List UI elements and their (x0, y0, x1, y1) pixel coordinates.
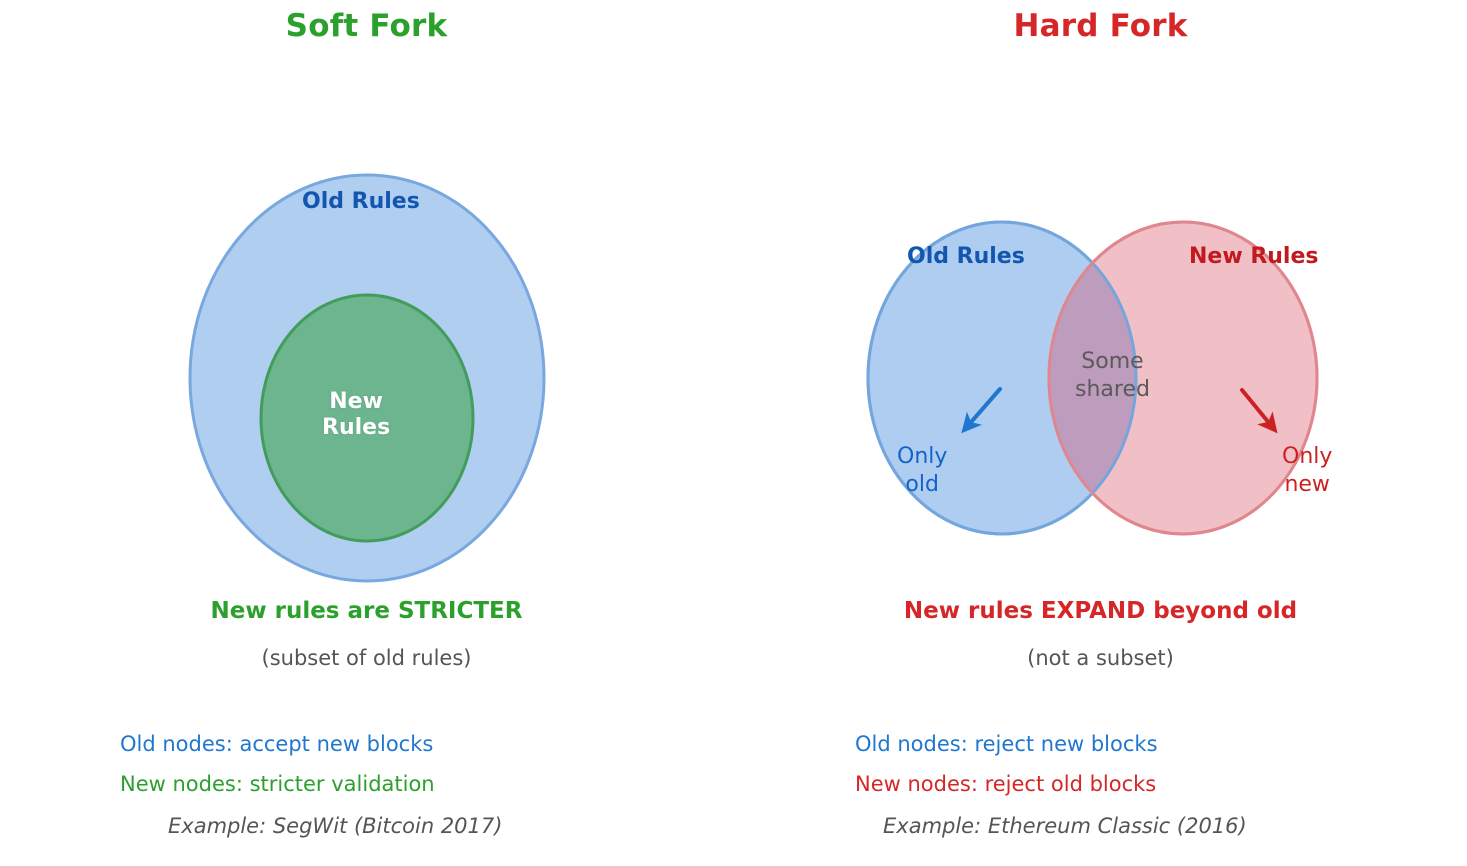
some-shared-label: Some shared (1075, 348, 1150, 403)
old-rules-ellipse-outline (866, 220, 1138, 536)
hard-fork-headline: New rules EXPAND beyond old (903, 598, 1298, 624)
only-new-line1: Only (1282, 444, 1333, 469)
hard-fork-notes: Old nodes: reject new blocks New nodes: … (734, 724, 1467, 848)
venn-diagram-soft-fork: Old Rules New Rules (0, 0, 733, 866)
new-rules-label: New Rules (1189, 244, 1319, 269)
hard-fork-example: Example: Ethereum Classic (2016) (883, 814, 1247, 838)
venn-diagram-hard-fork: Old Rules New Rules Some shared Only old… (734, 0, 1467, 866)
some-shared-line2: shared (1075, 376, 1150, 402)
new-rules-label-line1: New (329, 389, 383, 414)
only-old-label: Only old (897, 443, 947, 498)
overlap-region (1049, 222, 1136, 534)
note-new-nodes: New nodes: reject old blocks (855, 772, 1157, 796)
old-rules-label: Old Rules (302, 189, 420, 214)
note-old-nodes: Old nodes: accept new blocks (120, 732, 434, 756)
only-new-arrow-icon (1240, 388, 1278, 434)
only-new-line2: new (1284, 471, 1330, 497)
soft-fork-subtitle: (subset of old rules) (261, 646, 472, 670)
note-old-nodes: Old nodes: reject new blocks (855, 732, 1158, 756)
soft-fork-venn-svg (188, 173, 546, 583)
only-old-arrow-icon (961, 387, 1002, 434)
new-rules-label-line2: Rules (322, 414, 391, 440)
panel-title-soft-fork: Soft Fork (285, 8, 448, 44)
panel-title-hard-fork: Hard Fork (1013, 8, 1188, 44)
soft-fork-headline: New rules are STRICTER (210, 598, 523, 624)
panel-soft-fork: Soft Fork Old Rules New Rules New rules … (0, 0, 733, 866)
hard-fork-venn-svg (866, 220, 1319, 536)
only-old-line2: old (905, 471, 939, 497)
only-old-line1: Only (897, 444, 948, 469)
note-new-nodes: New nodes: stricter validation (120, 772, 435, 796)
new-rules-ellipse-outline (1047, 220, 1319, 536)
new-rules-ellipse (259, 293, 475, 543)
soft-fork-notes: Old nodes: accept new blocks New nodes: … (0, 724, 853, 848)
hard-fork-subtitle: (not a subset) (1027, 646, 1174, 670)
soft-fork-example: Example: SegWit (Bitcoin 2017) (168, 814, 503, 838)
some-shared-line1: Some (1081, 349, 1144, 374)
old-rules-label: Old Rules (907, 244, 1025, 269)
only-new-label: Only new (1282, 443, 1332, 498)
panel-hard-fork: Hard Fork (734, 0, 1467, 866)
new-rules-label: New Rules (322, 389, 390, 441)
